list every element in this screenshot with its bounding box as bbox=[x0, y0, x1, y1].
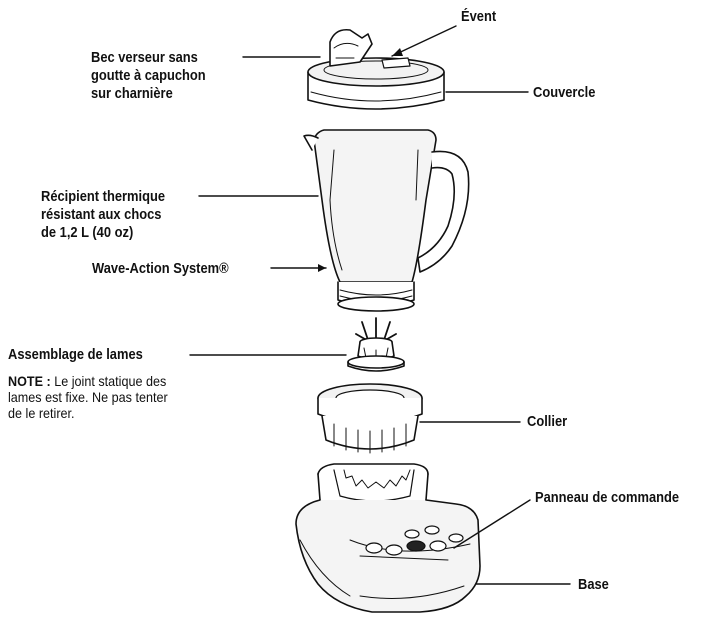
label-event: Évent bbox=[461, 8, 497, 25]
note-line-2: lames est fixe. Ne pas tenter bbox=[8, 389, 168, 405]
jar-part bbox=[303, 129, 470, 312]
label-spout-line-2: goutte à capuchon bbox=[91, 67, 206, 84]
label-jar-line-3: de 1,2 L (40 oz) bbox=[41, 224, 134, 241]
label-base: Base bbox=[578, 576, 609, 593]
note-block: NOTE : Le joint statique des lames est f… bbox=[8, 373, 168, 421]
label-lid: Couvercle bbox=[533, 84, 596, 101]
label-collar: Collier bbox=[527, 413, 568, 430]
arrow-heads bbox=[318, 48, 403, 272]
label-spout-line-3: sur charnière bbox=[91, 85, 173, 102]
note-line-3: de le retirer. bbox=[8, 405, 75, 421]
label-jar: Récipient thermique résistant aux chocs … bbox=[41, 188, 165, 242]
lid-part bbox=[307, 28, 445, 110]
base-part bbox=[295, 463, 481, 613]
note-line-1: NOTE : Le joint statique des bbox=[8, 373, 168, 389]
leader-lines bbox=[189, 25, 571, 585]
control-panel-buttons bbox=[359, 525, 464, 561]
label-control-panel: Panneau de commande bbox=[535, 489, 680, 506]
label-blade: Assemblage de lames bbox=[8, 346, 143, 363]
blade-part bbox=[347, 317, 405, 372]
label-spout-line-1: Bec verseur sans bbox=[91, 49, 198, 66]
note-line-1-text: Le joint statique des bbox=[54, 373, 167, 389]
note-head: NOTE : bbox=[8, 373, 51, 389]
label-jar-line-1: Récipient thermique bbox=[41, 188, 166, 205]
label-jar-line-2: résistant aux chocs bbox=[41, 206, 162, 223]
collar-part bbox=[317, 383, 423, 454]
label-wave-action: Wave-Action System® bbox=[92, 260, 229, 277]
label-spout: Bec verseur sans goutte à capuchon sur c… bbox=[91, 49, 206, 103]
